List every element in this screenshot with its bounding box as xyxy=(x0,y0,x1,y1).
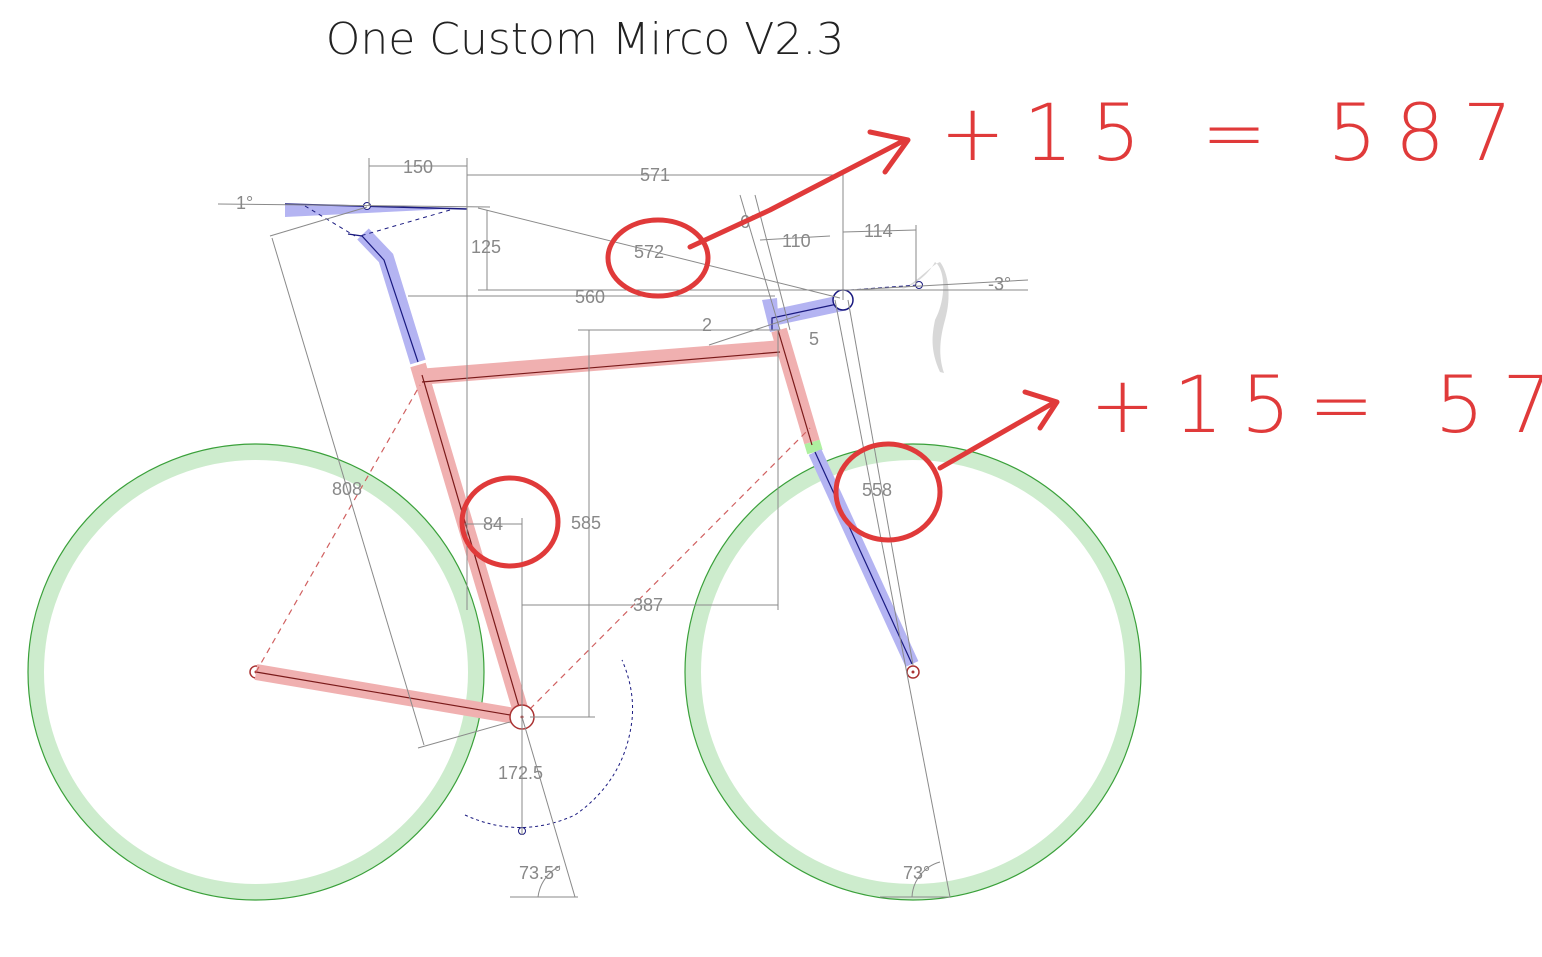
label-saddle-to-bar: 572 xyxy=(634,242,664,262)
label-saddle-height: 808 xyxy=(332,479,362,499)
brake-lever-icon xyxy=(900,262,949,373)
annotation-bottom-text: +15= 573 xyxy=(1090,361,1542,451)
label-bar-reach: 114 xyxy=(864,221,893,241)
label-bar-angle: -3° xyxy=(988,274,1011,294)
label-stem-length: 110 xyxy=(782,231,811,251)
components xyxy=(284,202,949,835)
page-title: One Custom Mirco V2.3 xyxy=(325,14,845,65)
label-fork-length: 558 xyxy=(862,480,892,500)
label-seat-offset: 84 xyxy=(483,514,503,534)
label-crank-length: 172.5 xyxy=(498,763,543,783)
label-drop: 125 xyxy=(471,237,501,257)
annotation-circle-572 xyxy=(605,217,711,299)
handwritten-annotations: +15 = 587 +15= 573 xyxy=(459,89,1542,569)
label-spacer-2: 2 xyxy=(702,315,712,335)
annotation-arrow-bottom xyxy=(937,389,1060,471)
dimension-lines xyxy=(217,158,1029,898)
rear-wheel xyxy=(27,443,485,901)
label-head-angle: 73° xyxy=(903,863,930,883)
annotation-top-text: +15 = 587 xyxy=(940,89,1530,179)
dimension-labels: 150 571 1° 125 572 6° 110 114 -3° 560 2 … xyxy=(236,157,1011,883)
annotation-arrow-top xyxy=(687,129,911,250)
annotation-circle-558 xyxy=(833,441,943,543)
annotation-circle-84 xyxy=(459,475,561,569)
label-spacer-5: 5 xyxy=(809,329,819,349)
label-stack: 585 xyxy=(571,513,601,533)
label-reach: 387 xyxy=(633,595,663,615)
frame xyxy=(254,327,823,730)
label-seat-angle: 73.5° xyxy=(519,863,561,883)
label-saddle-angle: 1° xyxy=(236,193,253,213)
label-reach-to-bar: 571 xyxy=(640,165,670,185)
label-saddle-setback: 150 xyxy=(403,157,433,177)
label-saddle-tip-to-bar: 560 xyxy=(575,287,605,307)
crank-arc xyxy=(464,659,633,828)
